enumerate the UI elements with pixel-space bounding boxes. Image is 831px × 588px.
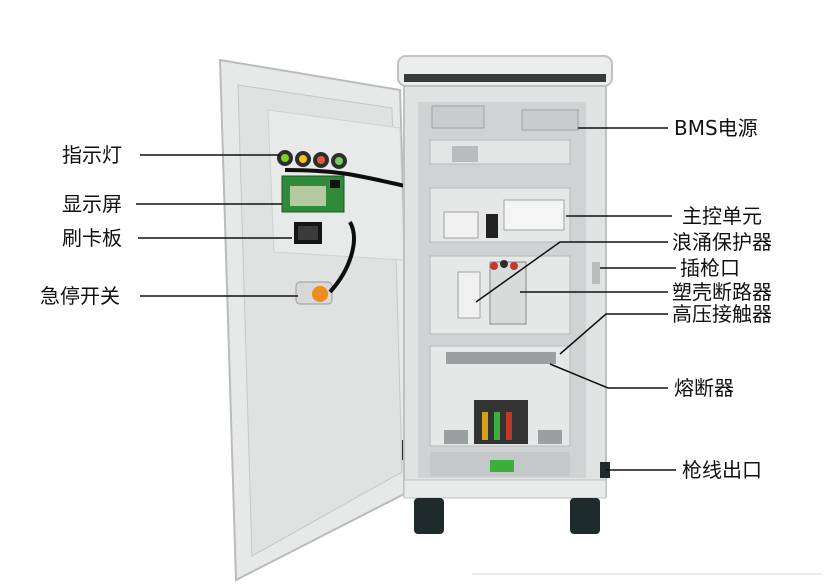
card-reader bbox=[294, 222, 322, 244]
display-board bbox=[281, 175, 345, 213]
emergency-stop bbox=[295, 281, 333, 305]
leader-lines-right bbox=[475, 127, 676, 471]
label-charging-port: 插枪口 bbox=[680, 256, 740, 280]
label-emergency-stop-switch: 急停开关 bbox=[40, 284, 120, 308]
label-surge-protector: 浪涌保护器 bbox=[672, 230, 772, 254]
label-molded-case-breaker: 塑壳断路器 bbox=[672, 280, 772, 304]
label-bms-power-supply: BMS电源 bbox=[674, 116, 758, 140]
label-main-control-unit: 主控单元 bbox=[682, 204, 762, 228]
label-high-voltage-contactor: 高压接触器 bbox=[672, 302, 772, 326]
label-card-reader-board: 刷卡板 bbox=[62, 226, 122, 250]
label-indicator-light: 指示灯 bbox=[62, 143, 122, 167]
leader-lines-left bbox=[136, 154, 298, 297]
indicator-lights bbox=[277, 150, 347, 169]
cabinet-body bbox=[397, 55, 613, 534]
label-fuse: 熔断器 bbox=[674, 376, 734, 400]
cabinet-door bbox=[218, 58, 414, 582]
label-display-screen: 显示屏 bbox=[62, 192, 122, 216]
label-cable-outlet: 枪线出口 bbox=[682, 458, 762, 482]
